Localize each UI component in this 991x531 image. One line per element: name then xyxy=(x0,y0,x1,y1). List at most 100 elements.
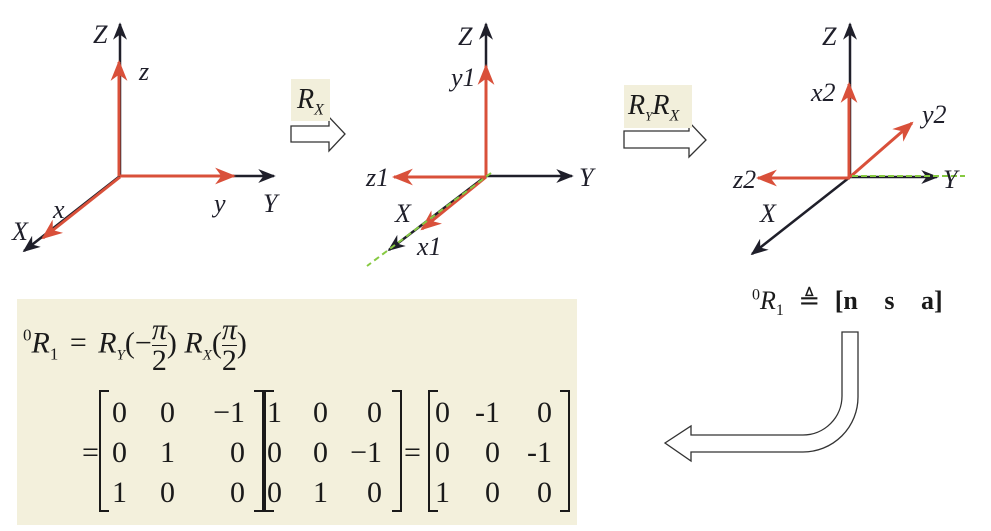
ry-sub: Y xyxy=(116,347,125,364)
bracket-left xyxy=(264,390,274,512)
label-body-y1: y1 xyxy=(448,63,476,92)
matrix-cell: 0 xyxy=(160,396,175,429)
matrix-cell: 0 xyxy=(112,396,127,429)
rx-base: R xyxy=(652,90,670,121)
def-base: R xyxy=(760,286,776,315)
equals-sign-2: = xyxy=(404,436,421,469)
label-world-x: X xyxy=(394,199,412,228)
matrix-cell: 1 xyxy=(160,436,175,469)
matrix-cell: 0 xyxy=(230,436,245,469)
rparen: ) xyxy=(236,326,247,360)
frame-initial: Z z y Y x X xyxy=(11,20,280,253)
matrix-cell: 0 xyxy=(313,396,328,429)
lparen: ( xyxy=(211,326,222,360)
equals-sign: = xyxy=(69,326,87,360)
body-x1-axis xyxy=(420,175,487,231)
matrix-cell: 0 xyxy=(267,436,282,469)
ry-sub: Y xyxy=(645,108,653,124)
matrix-cell: -1 xyxy=(527,436,552,469)
rx-sub: X xyxy=(669,107,680,125)
formula-panel xyxy=(17,299,577,525)
ry-base: R xyxy=(98,326,117,360)
two-denominator: 2 xyxy=(221,344,237,377)
bracket-right xyxy=(254,390,264,512)
label-body-z2: z2 xyxy=(732,165,756,194)
lhs-base: R xyxy=(31,326,50,360)
label-body-y2: y2 xyxy=(919,100,947,129)
label-world-y: Y xyxy=(263,189,280,218)
def-open-bracket: [ xyxy=(834,286,844,315)
bracket-left xyxy=(428,390,438,512)
label-body-z1: z1 xyxy=(365,163,389,192)
ry-base: R xyxy=(628,90,646,121)
rx-sub: X xyxy=(314,101,324,119)
pi-numerator: π xyxy=(151,313,167,346)
matrix-cell: 0 xyxy=(537,396,552,429)
matrix-cell: 0 xyxy=(367,396,382,429)
rx-sub: X xyxy=(202,347,212,364)
label-world-z: Z xyxy=(93,20,108,49)
matrix-cell: 0 xyxy=(112,436,127,469)
def-symbol: ≜ xyxy=(798,286,821,315)
matrix-cell: 1 xyxy=(313,476,328,509)
label-world-x: X xyxy=(759,199,777,228)
body-y2-axis xyxy=(849,121,914,179)
equals-sign-1: = xyxy=(82,436,99,469)
vector-s: s xyxy=(884,286,895,315)
transition-arrow-1 xyxy=(290,115,346,153)
matrix-cell: −1 xyxy=(213,396,245,429)
matrix-cell: 0 xyxy=(537,476,552,509)
label-world-z: Z xyxy=(458,22,473,51)
matrix-cell: -1 xyxy=(475,396,500,429)
label-world-x: X xyxy=(11,217,29,246)
matrix-cell: 0 xyxy=(160,476,175,509)
pi-numerator: π xyxy=(221,313,237,346)
frame-after-ryrx: Z x2 y2 z2 Y X xyxy=(732,22,965,256)
bracket-right xyxy=(560,390,570,512)
label-body-x: x xyxy=(52,195,65,224)
label-body-z: z xyxy=(138,57,149,86)
operator-ryrx-label-bg xyxy=(624,85,692,128)
lhs-sub: 1 xyxy=(49,344,59,364)
matrix-cell: 1 xyxy=(435,476,450,509)
rparen: ) xyxy=(166,326,177,360)
matrix-cell: 1 xyxy=(267,396,282,429)
matrix-cell: −1 xyxy=(350,436,382,469)
rx-base: R xyxy=(184,326,203,360)
label-world-y: Y xyxy=(579,163,596,192)
overlap-dashed-line xyxy=(366,172,492,267)
matrix-cell: 0 xyxy=(230,476,245,509)
matrix-cell: 1 xyxy=(112,476,127,509)
def-sup: 0 xyxy=(752,286,760,304)
frame-after-rx: Z y1 z1 Y X x1 xyxy=(365,22,596,267)
def-close-bracket: ] xyxy=(933,286,943,315)
lhs-sup: 0 xyxy=(23,325,32,345)
minus-sign: − xyxy=(134,326,152,360)
curved-result-arrow xyxy=(663,331,859,463)
lparen: ( xyxy=(124,326,135,360)
label-body-y: y xyxy=(211,189,226,218)
matrix-cell: 0 xyxy=(435,396,450,429)
label-body-x1: x1 xyxy=(416,232,442,261)
rx-base: R xyxy=(297,84,315,115)
matrix-cell: 0 xyxy=(267,476,282,509)
matrix-cell: 0 xyxy=(485,436,500,469)
def-sub: 1 xyxy=(775,302,784,320)
body-x-axis xyxy=(41,175,121,240)
operator-ryrx-label: RYRX xyxy=(628,92,679,125)
rotation-definition: 0R1 ≜ [n s a] xyxy=(752,286,943,320)
bracket-right xyxy=(392,390,402,512)
vector-a: a xyxy=(920,286,934,315)
world-x-axis xyxy=(750,176,851,256)
label-world-y: Y xyxy=(943,165,960,194)
two-denominator: 2 xyxy=(151,344,167,377)
matrix-cell: 0 xyxy=(367,476,382,509)
label-body-x2: x2 xyxy=(810,78,836,107)
operator-rx-label: RX xyxy=(297,86,324,119)
